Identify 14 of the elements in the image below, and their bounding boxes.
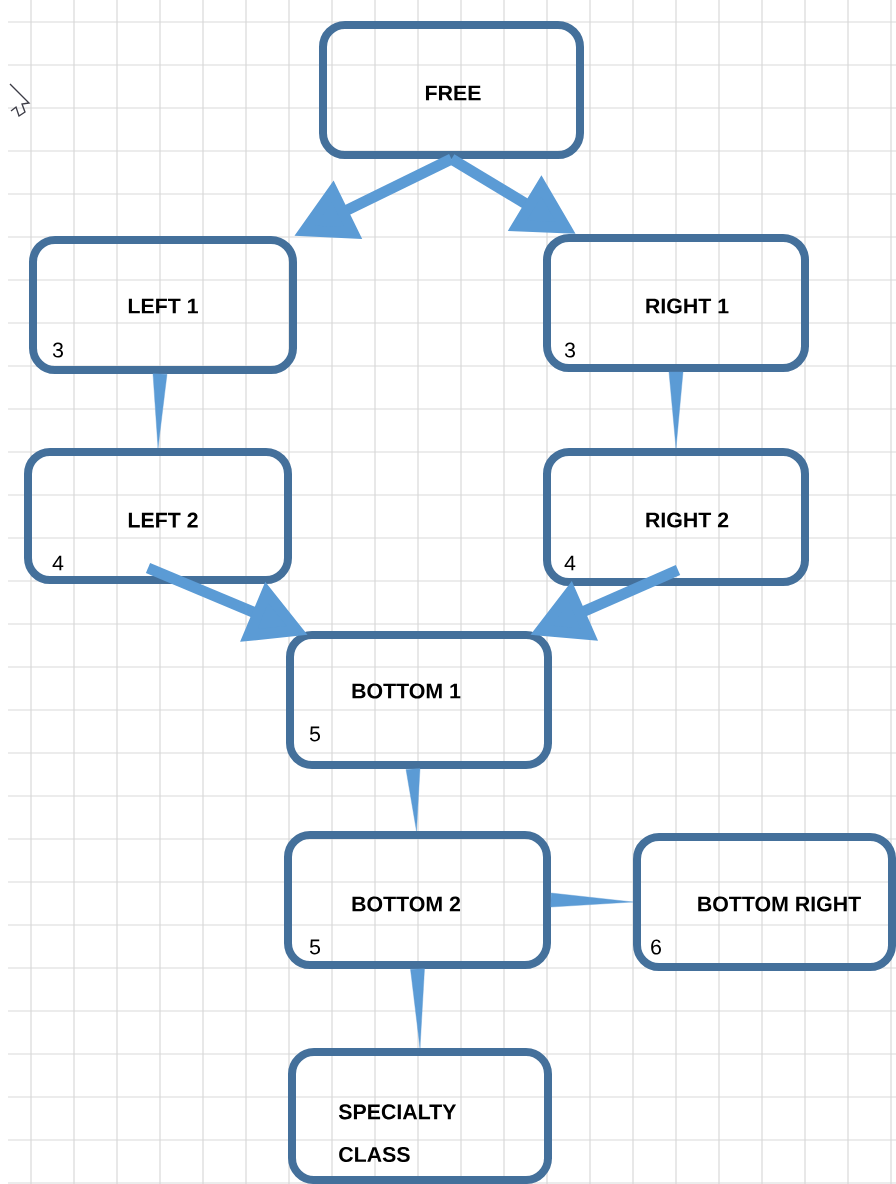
process-box: LEFT 2 4 <box>24 448 292 584</box>
process-box: LEFT 1 3 <box>29 236 297 374</box>
process-box: SPECIALTY CLASS <box>288 1048 552 1184</box>
process-box: RIGHT 2 4 <box>543 448 809 586</box>
process-box: BOTTOM 1 5 <box>286 631 552 769</box>
connector-arrow <box>152 373 168 449</box>
process-box: BOTTOM 2 5 <box>284 831 551 969</box>
connector-arrow <box>668 371 684 449</box>
connector-arrow <box>550 892 634 908</box>
connector-arrow <box>410 968 425 1049</box>
process-box: RIGHT 1 3 <box>543 234 809 372</box>
process-box: FREE <box>319 21 584 159</box>
connector-arrow <box>405 768 421 832</box>
process-box: BOTTOM RIGHT 6 <box>633 833 896 971</box>
